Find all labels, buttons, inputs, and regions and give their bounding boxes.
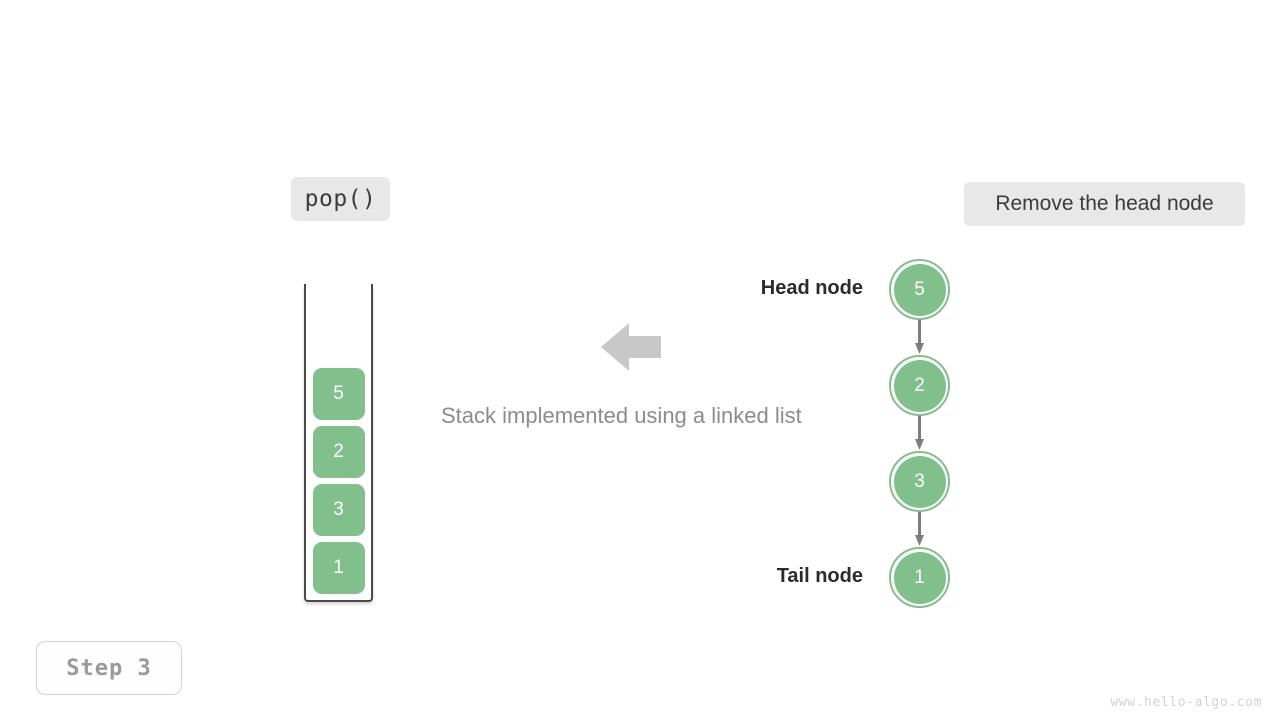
step-badge: Step 3 <box>36 641 182 695</box>
stack-cell: 5 <box>312 368 365 420</box>
arrow-left-icon <box>601 318 661 376</box>
tail-node-label: Tail node <box>776 565 863 587</box>
node-value: 5 <box>893 263 946 316</box>
linked-list-node-tail: 1 <box>889 547 950 608</box>
head-node-label: Head node <box>760 277 863 299</box>
operation-badge: pop() <box>291 177 390 221</box>
node-value: 2 <box>893 359 946 412</box>
watermark: www.hello-algo.com <box>1110 695 1262 710</box>
arrow-down-icon <box>915 512 924 547</box>
diagram-caption: Stack implemented using a linked list <box>441 403 802 428</box>
node-value: 1 <box>893 551 946 604</box>
arrow-down-icon <box>915 416 924 451</box>
node-value: 3 <box>893 455 946 508</box>
stack-cell: 3 <box>312 484 365 536</box>
linked-list-node: 3 <box>889 451 950 512</box>
stack-cell: 2 <box>312 426 365 478</box>
linked-list-node: 2 <box>889 355 950 416</box>
stack-container: 5 2 3 1 <box>304 284 373 602</box>
stack-cell: 1 <box>312 542 365 594</box>
linked-list-node-head: 5 <box>889 259 950 320</box>
action-badge: Remove the head node <box>964 182 1245 226</box>
arrow-down-icon <box>915 320 924 355</box>
stack-items: 5 2 3 1 <box>304 368 373 594</box>
stack-container-walls <box>304 284 373 602</box>
linked-list: 5 2 3 1 <box>889 259 950 608</box>
